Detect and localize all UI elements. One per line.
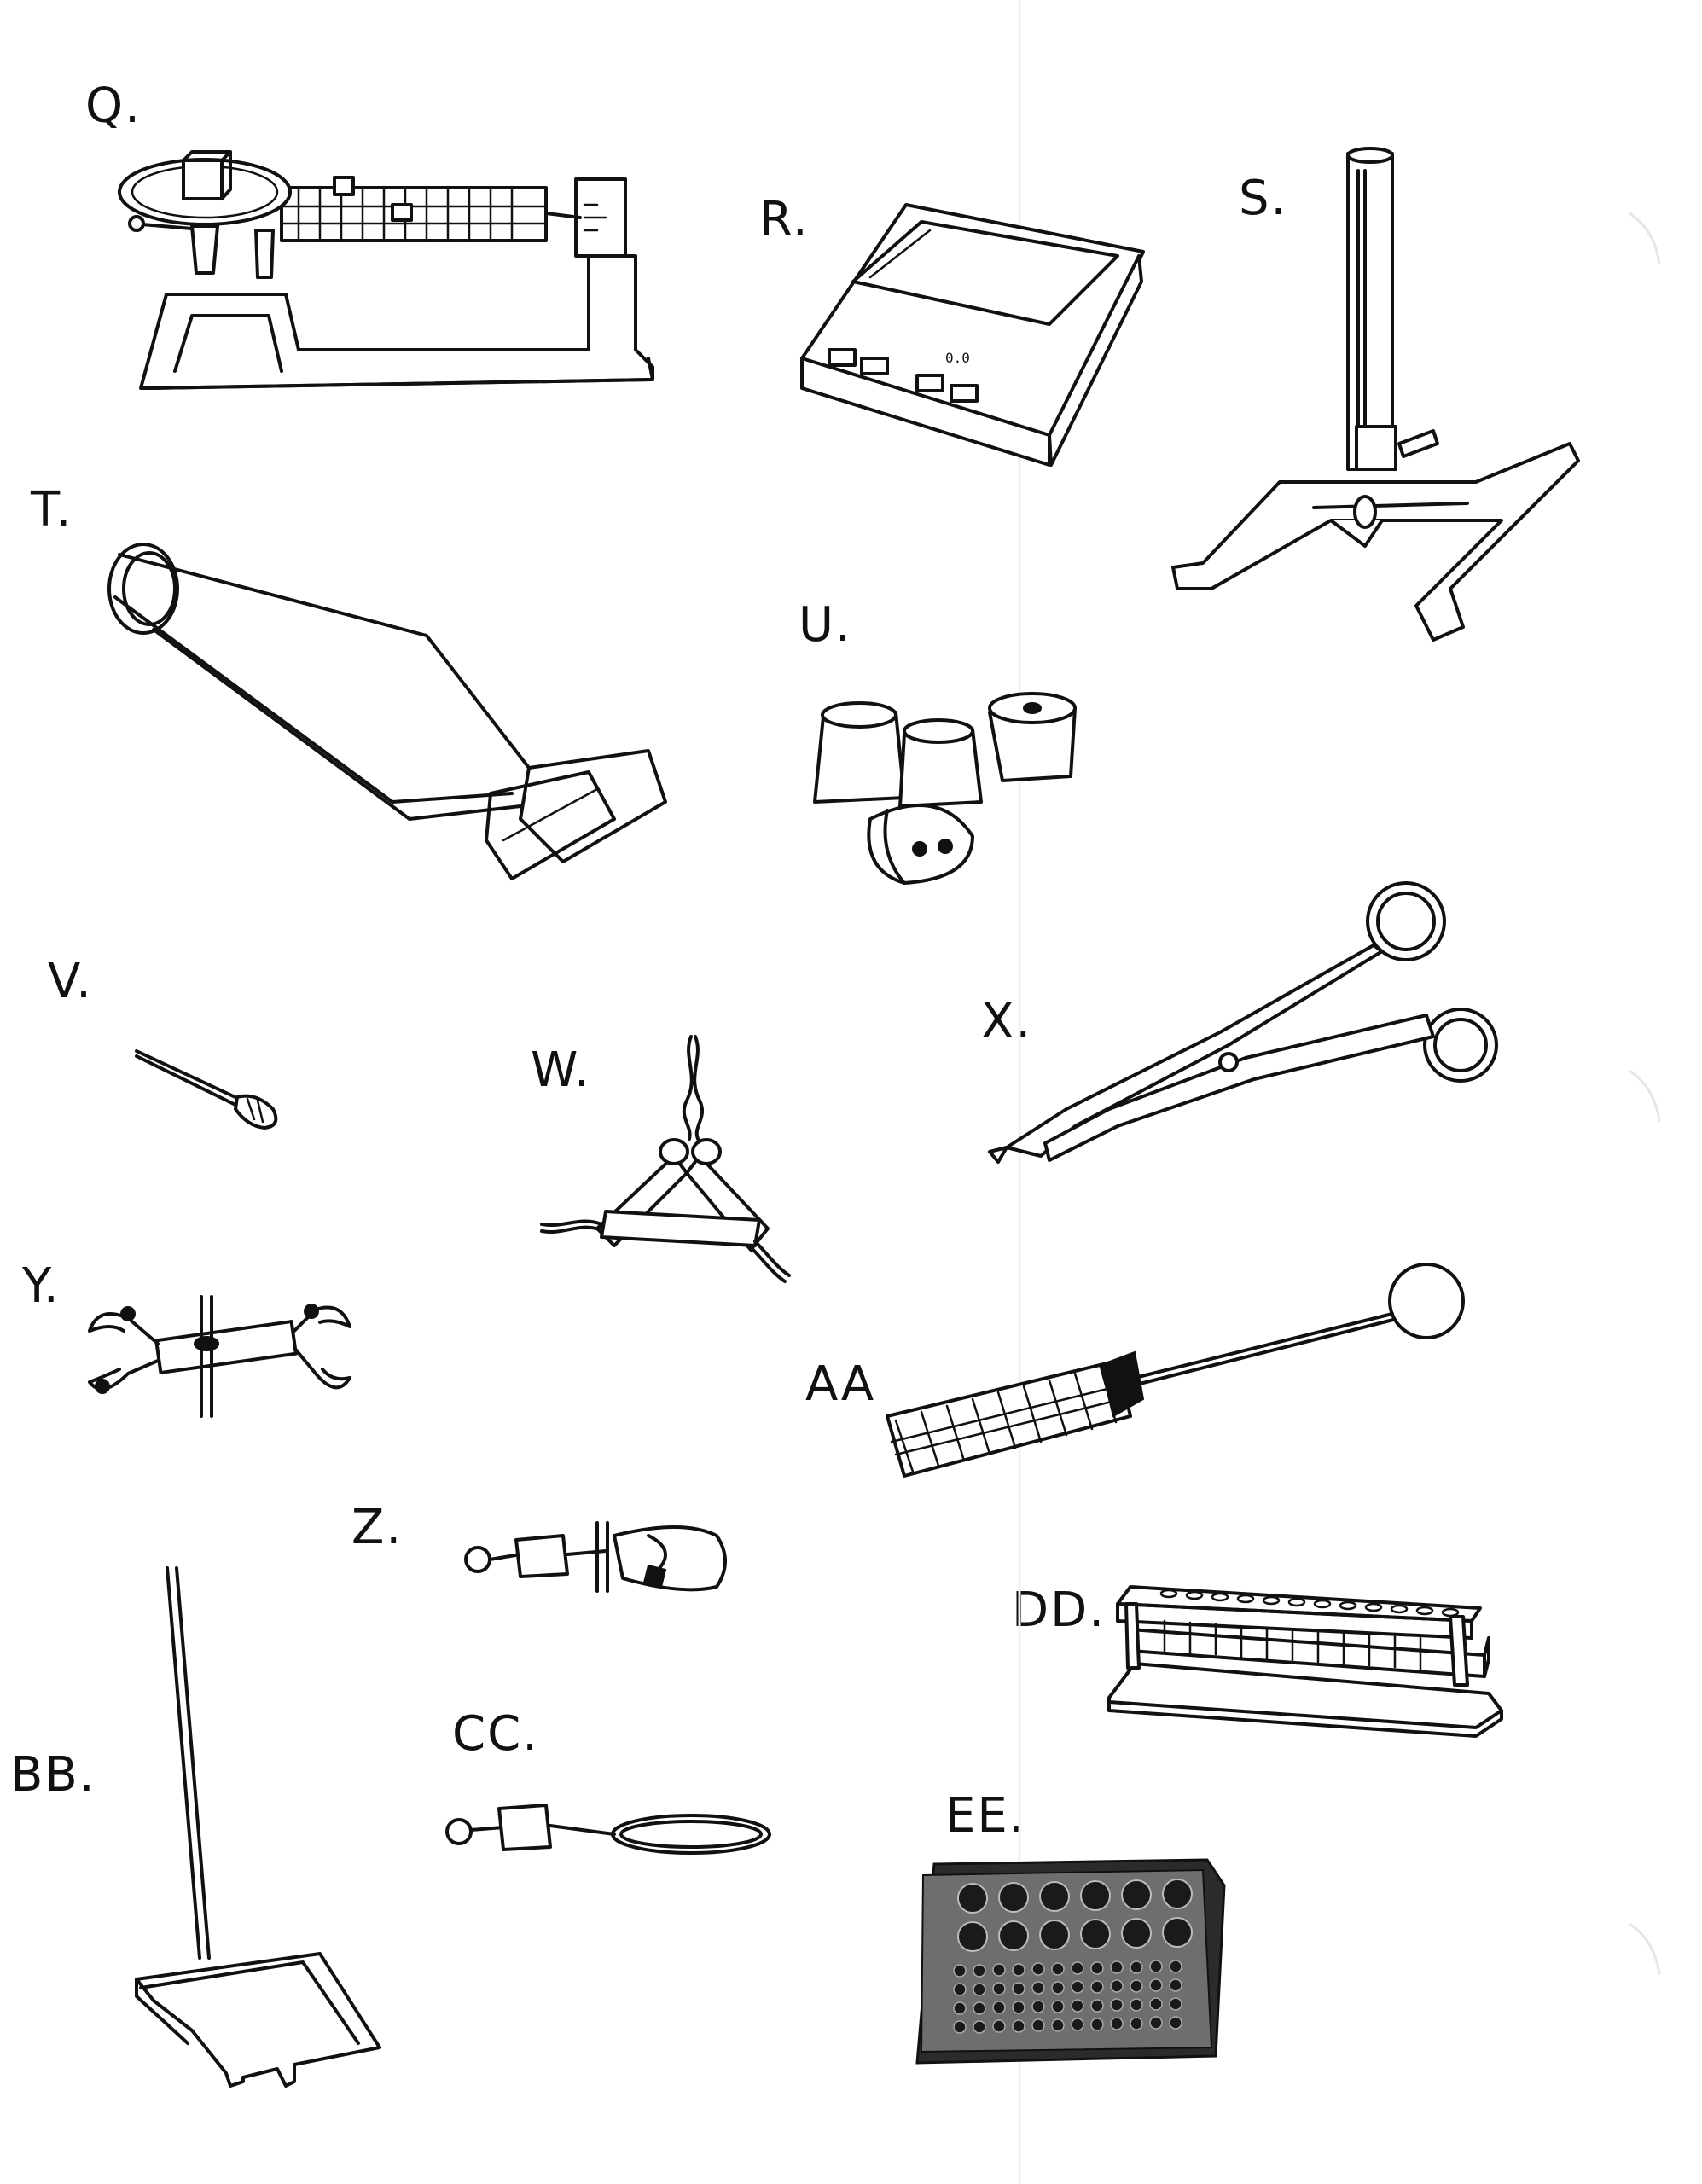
test-tube-brush-drawing (886, 1263, 1465, 1478)
label-s: S. (1239, 171, 1288, 226)
medicine-dropper-drawing (135, 1049, 278, 1130)
clay-triangle-drawing (540, 1035, 791, 1283)
label-dd: DD. (1012, 1583, 1107, 1638)
well-plate-drawing (915, 1858, 1226, 2065)
label-cc: CC. (452, 1706, 540, 1762)
label-q: Q. (85, 78, 142, 134)
label-v: V. (48, 954, 93, 1009)
buret-clamp-drawing (464, 1521, 727, 1593)
label-x: X. (981, 994, 1033, 1049)
balance-readout: 0.0 (945, 350, 970, 366)
double-buret-clamp-drawing (88, 1295, 351, 1418)
rubber-stoppers-drawing (813, 692, 1077, 885)
label-z: Z. (351, 1500, 404, 1555)
ring-stand-drawing (135, 1566, 381, 2088)
label-y: Y. (22, 1258, 61, 1314)
scissor-tongs-drawing (988, 881, 1498, 1164)
iron-ring-drawing (445, 1804, 771, 1855)
test-tube-rack-drawing (1107, 1585, 1503, 1738)
crucible-tongs-drawing (107, 543, 667, 880)
label-ee: EE. (945, 1788, 1026, 1844)
label-w: W. (531, 1043, 591, 1098)
label-t: T. (31, 482, 73, 537)
label-aa: AA (805, 1356, 876, 1412)
label-bb: BB. (10, 1747, 96, 1803)
label-r: R. (759, 192, 810, 247)
label-u: U. (799, 597, 852, 653)
triple-beam-balance-drawing (118, 150, 654, 390)
bunsen-burner-drawing (1171, 147, 1580, 642)
electronic-balance-drawing: 0.0 (800, 203, 1145, 467)
